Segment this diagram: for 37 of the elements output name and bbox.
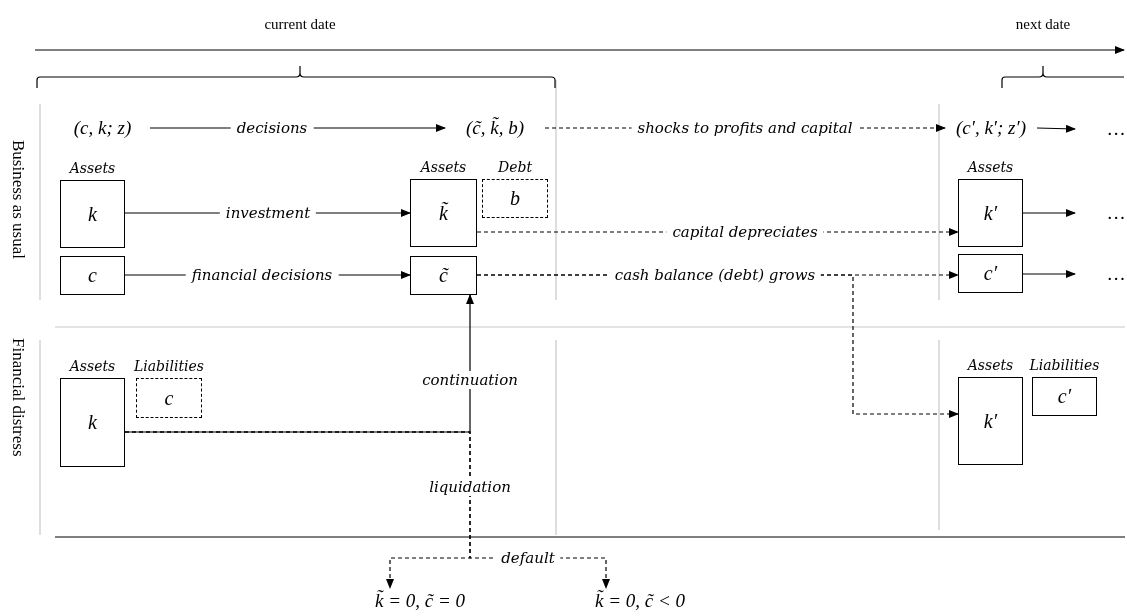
- math-expression: (c̃, k̃, b): [465, 116, 525, 140]
- dashed-balance-box: c: [136, 378, 202, 418]
- edge-label: cash balance (debt) grows: [608, 266, 822, 284]
- edge-label: capital depreciates: [666, 223, 824, 241]
- dashed-arrow: [124, 431, 610, 589]
- column-heading: Liabilities: [1028, 356, 1101, 375]
- balance-box: k̃: [410, 179, 477, 247]
- balance-box: c′: [958, 254, 1023, 293]
- timeline-label: current date: [264, 16, 336, 33]
- ellipsis-text: …: [1107, 202, 1125, 224]
- column-heading: Assets: [67, 159, 117, 178]
- column-heading: Liabilities: [132, 357, 206, 376]
- ellipsis-text: …: [1107, 263, 1125, 285]
- balance-box: k′: [958, 377, 1023, 465]
- balance-box: k′: [958, 179, 1023, 247]
- dashed-balance-box: b: [482, 179, 548, 218]
- edge-label: default: [495, 549, 561, 567]
- timeline-label: next date: [1015, 16, 1071, 33]
- row-label: Business as usual: [8, 140, 28, 259]
- balance-box: c̃: [410, 256, 477, 295]
- balance-box: k: [60, 378, 125, 467]
- math-expression: (c′, k′; z′): [955, 116, 1027, 140]
- column-heading: Assets: [418, 158, 468, 177]
- row-label: Financial distress: [8, 338, 28, 457]
- edge-label: financial decisions: [185, 266, 339, 284]
- column-heading: Assets: [965, 158, 1015, 177]
- edge-label: shocks to profits and capital: [631, 119, 859, 137]
- arrow: [1022, 270, 1076, 278]
- math-expression: (c, k; z): [72, 116, 133, 140]
- math-expression: k̃ = 0, c̃ = 0: [374, 589, 466, 613]
- math-expression: k̃ = 0, c̃ < 0: [594, 589, 686, 613]
- balance-box: k: [60, 180, 125, 248]
- balance-box: c: [60, 256, 125, 295]
- arrow: [1022, 209, 1076, 217]
- arrow: [1036, 124, 1076, 133]
- ellipsis-text: …: [1107, 118, 1125, 140]
- balance-box: c′: [1032, 377, 1097, 416]
